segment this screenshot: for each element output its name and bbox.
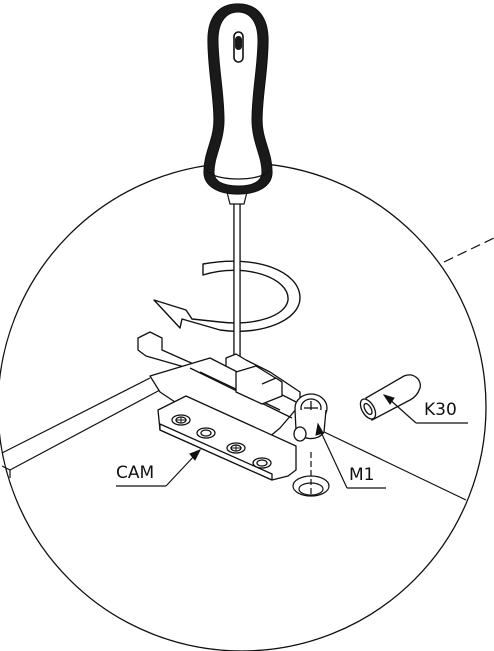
rotation-arrow bbox=[153, 260, 301, 332]
label-k30: K30 bbox=[424, 400, 457, 420]
screwdriver-icon bbox=[203, 3, 273, 445]
m1-leader: M1 bbox=[315, 422, 386, 489]
cam-fitting bbox=[137, 331, 301, 481]
k30-leader: K30 bbox=[382, 394, 468, 424]
label-m1: M1 bbox=[349, 465, 374, 485]
cam-leader: CAM bbox=[116, 449, 202, 487]
panel-lines bbox=[1, 377, 467, 501]
panel-hole bbox=[292, 452, 330, 497]
label-cam: CAM bbox=[116, 463, 154, 483]
